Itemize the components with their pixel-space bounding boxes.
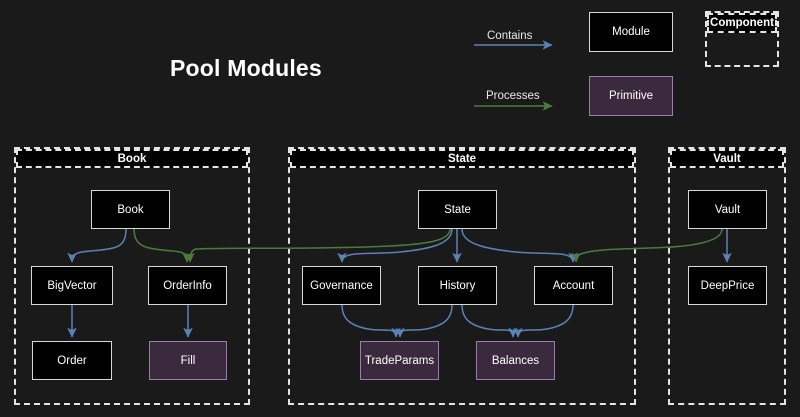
node-book[interactable]: Book (91, 190, 170, 229)
group-vault-label: Vault (670, 149, 784, 168)
legend-component-label: Component (707, 13, 777, 33)
group-book-label: Book (16, 149, 248, 168)
node-state[interactable]: State (418, 190, 497, 229)
node-deepprice[interactable]: DeepPrice (688, 266, 767, 305)
node-balances[interactable]: Balances (476, 341, 555, 380)
node-order[interactable]: Order (32, 341, 112, 380)
node-vault[interactable]: Vault (688, 190, 767, 229)
legend-processes-label: Processes (486, 90, 540, 102)
legend-primitive-box: Primitive (589, 76, 673, 116)
node-account[interactable]: Account (534, 266, 613, 305)
group-book (14, 147, 250, 405)
node-governance[interactable]: Governance (302, 266, 381, 305)
group-state (288, 147, 636, 405)
node-bigvector[interactable]: BigVector (31, 266, 113, 305)
node-orderinfo[interactable]: OrderInfo (148, 266, 227, 305)
legend-component-box (705, 11, 779, 67)
node-tradeparams[interactable]: TradeParams (360, 341, 439, 380)
group-vault (668, 147, 786, 405)
group-state-label: State (290, 149, 634, 168)
legend-contains-label: Contains (487, 30, 533, 42)
node-history[interactable]: History (418, 266, 497, 305)
page-title: Pool Modules (170, 55, 322, 81)
legend-module-box: Module (589, 12, 673, 52)
node-fill[interactable]: Fill (149, 341, 227, 380)
